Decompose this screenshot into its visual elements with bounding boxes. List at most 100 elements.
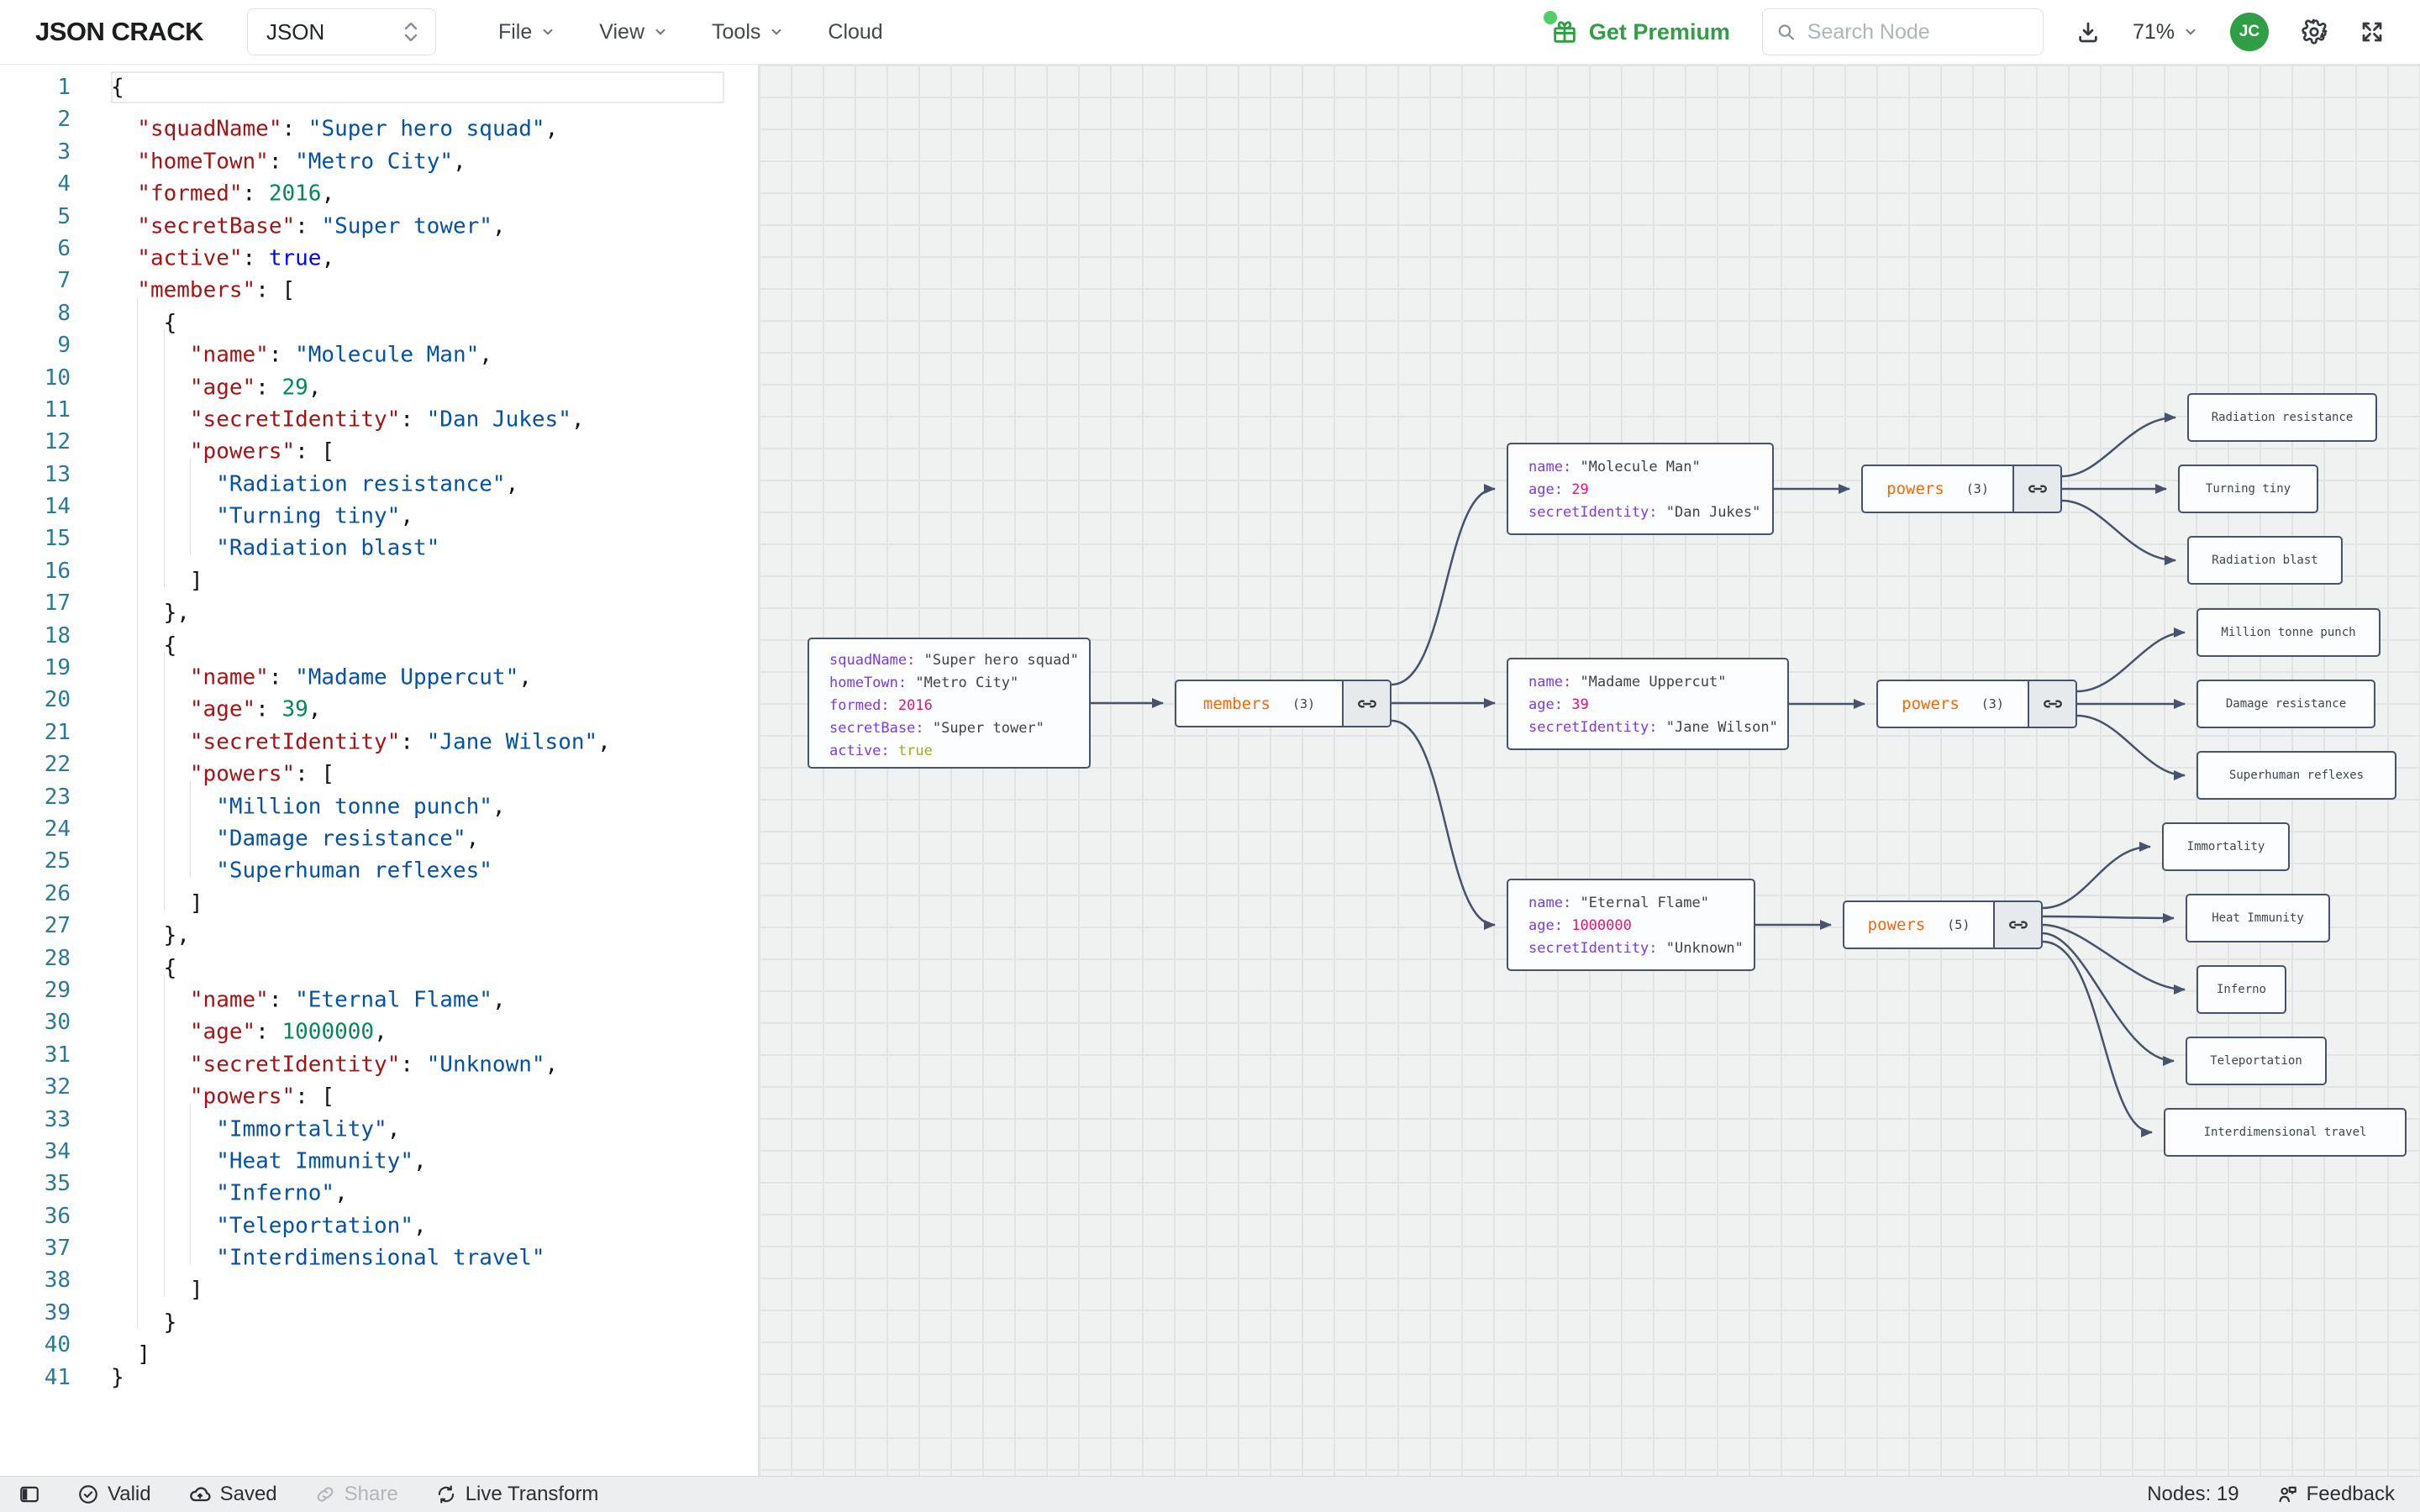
editor-line: 23"Million tonne punch",: [0, 780, 758, 819]
editor-line: 19"name": "Madame Uppercut",: [0, 652, 758, 690]
editor-line: 20"age": 39,: [0, 684, 758, 722]
search-node-box: [1761, 8, 2044, 55]
graph-node-powers-1[interactable]: powers (3): [1861, 465, 2062, 513]
app-logo[interactable]: JSON CRACK: [35, 17, 203, 46]
share-button[interactable]: Share: [314, 1483, 398, 1506]
format-select-value: JSON: [266, 18, 325, 45]
editor-line: 32"powers": [: [0, 1071, 758, 1110]
editor-line: 8{: [0, 297, 758, 335]
graph-node-powers-2[interactable]: powers (3): [1876, 680, 2077, 728]
graph-node-power[interactable]: Inferno: [2196, 965, 2286, 1014]
graph-node-members[interactable]: members (3): [1175, 680, 1392, 727]
editor-line: 26]: [0, 877, 758, 916]
graph-node-member-1[interactable]: name: "Molecule Man" age: 29 secretIdent…: [1507, 443, 1774, 535]
json-editor[interactable]: 1{2"squadName": "Super hero squad",3"hom…: [0, 65, 759, 1476]
graph-node-power[interactable]: Superhuman reflexes: [2196, 751, 2396, 800]
graph-node-member-3[interactable]: name: "Eternal Flame" age: 1000000 secre…: [1507, 879, 1755, 971]
download-button[interactable]: [2075, 19, 2101, 45]
expand-link-icon[interactable]: [1993, 902, 2041, 948]
zoom-control[interactable]: 71%: [2133, 20, 2198, 45]
graph-edges: [1091, 412, 2186, 1137]
graph-node-power[interactable]: Million tonne punch: [2196, 608, 2381, 657]
editor-line: 15"Radiation blast": [0, 522, 758, 561]
graph-node-power[interactable]: Turning tiny: [2178, 465, 2318, 513]
toggle-editor-panel-button[interactable]: [18, 1483, 40, 1505]
editor-line: 40]: [44, 1332, 150, 1368]
editor-line: 9"name": "Molecule Man",: [0, 329, 758, 368]
graph-node-power[interactable]: Interdimensional travel: [2164, 1108, 2407, 1157]
graph-node-power[interactable]: Radiation blast: [2187, 536, 2343, 585]
expand-link-icon[interactable]: [2012, 466, 2060, 512]
format-select[interactable]: JSON: [246, 8, 436, 55]
editor-line: 25"Superhuman reflexes": [0, 845, 758, 884]
sidebar-toggle-icon: [20, 1486, 39, 1503]
feedback-person-icon: [2279, 1486, 2296, 1503]
graph-node-power[interactable]: Immortality: [2162, 822, 2290, 871]
gear-icon: [2302, 18, 2328, 45]
editor-line: 37"Interdimensional travel": [0, 1232, 758, 1270]
graph-canvas[interactable]: squadName: "Super hero squad" homeTown: …: [759, 65, 2420, 1476]
editor-line: 38]: [0, 1264, 758, 1303]
feedback-button[interactable]: Feedback: [2276, 1483, 2395, 1506]
editor-line: 11"secretIdentity": "Dan Jukes",: [0, 393, 758, 432]
nodes-count: Nodes: 19: [2147, 1483, 2239, 1505]
editor-line: 10"age": 29,: [0, 361, 758, 400]
editor-line: 33"Immortality",: [0, 1103, 758, 1142]
expand-link-icon[interactable]: [2028, 681, 2075, 727]
zoom-level: 71%: [2132, 19, 2175, 44]
fullscreen-icon: [2362, 22, 2382, 42]
search-input[interactable]: [1807, 19, 2029, 45]
fullscreen-button[interactable]: [2360, 19, 2385, 45]
chevron-down-icon: [771, 29, 781, 35]
editor-line: 17},: [0, 587, 758, 626]
get-premium-label: Get Premium: [1588, 18, 1730, 45]
chevron-down-icon: [655, 29, 666, 35]
editor-lines: 1{2"squadName": "Super hero squad",3"hom…: [0, 71, 758, 1394]
graph-node-powers-3[interactable]: powers (5): [1843, 900, 2043, 949]
graph-node-root[interactable]: squadName: "Super hero squad" homeTown: …: [808, 638, 1091, 769]
editor-line: 36"Teleportation",: [0, 1200, 758, 1238]
status-bar: Valid Saved Share Live Transform N: [0, 1476, 2420, 1512]
live-transform-toggle[interactable]: Live Transform: [435, 1483, 598, 1506]
cloud-icon: [189, 1487, 211, 1502]
user-avatar[interactable]: JC: [2230, 13, 2269, 51]
graph-node-power[interactable]: Heat Immunity: [2186, 894, 2330, 942]
settings-button[interactable]: [2301, 18, 2328, 45]
editor-line: 1{: [0, 71, 758, 103]
expand-link-icon[interactable]: [1342, 681, 1390, 726]
graph-node-member-2[interactable]: name: "Madame Uppercut" age: 39 secretId…: [1507, 658, 1789, 750]
editor-line: 29"name": "Eternal Flame",: [0, 974, 758, 1012]
menubar: File View Tools Cloud: [476, 20, 905, 45]
editor-line: 5"secretBase": "Super tower",: [57, 203, 506, 239]
valid-status: Valid: [77, 1483, 151, 1506]
editor-line: 16]: [0, 554, 758, 593]
editor-line: 34"Heat Immunity",: [0, 1135, 758, 1173]
editor-line: 35"Inferno",: [0, 1168, 758, 1206]
notification-dot: [1543, 11, 1557, 24]
editor-line: 39}: [0, 1296, 758, 1335]
graph-node-power[interactable]: Radiation resistance: [2187, 393, 2377, 442]
chevron-down-icon: [2186, 29, 2196, 35]
editor-line: 18{: [0, 619, 758, 658]
editor-line: 41}: [44, 1364, 124, 1390]
download-icon: [2079, 22, 2097, 43]
graph-node-power[interactable]: Teleportation: [2186, 1037, 2327, 1085]
menu-view[interactable]: View: [577, 20, 690, 45]
saved-status: Saved: [188, 1483, 277, 1506]
editor-line: 21"secretIdentity": "Jane Wilson",: [0, 716, 758, 754]
check-circle-icon: [79, 1485, 97, 1504]
chevron-down-icon: [543, 29, 553, 35]
menu-cloud[interactable]: Cloud: [828, 19, 883, 44]
editor-line: 14"Turning tiny",: [0, 491, 758, 528]
editor-line: 24"Damage resistance",: [0, 812, 758, 851]
editor-line: 31"secretIdentity": "Unknown",: [0, 1038, 758, 1077]
editor-line: 28{: [0, 942, 758, 980]
editor-line: 27},: [0, 910, 758, 948]
editor-line: 12"powers": [: [0, 426, 758, 465]
get-premium-button[interactable]: Get Premium: [1543, 11, 1730, 46]
gift-icon: [1554, 21, 1576, 43]
menu-tools[interactable]: Tools: [690, 20, 806, 45]
refresh-icon: [438, 1485, 454, 1504]
graph-node-power[interactable]: Damage resistance: [2196, 680, 2375, 728]
menu-file[interactable]: File: [476, 20, 577, 45]
